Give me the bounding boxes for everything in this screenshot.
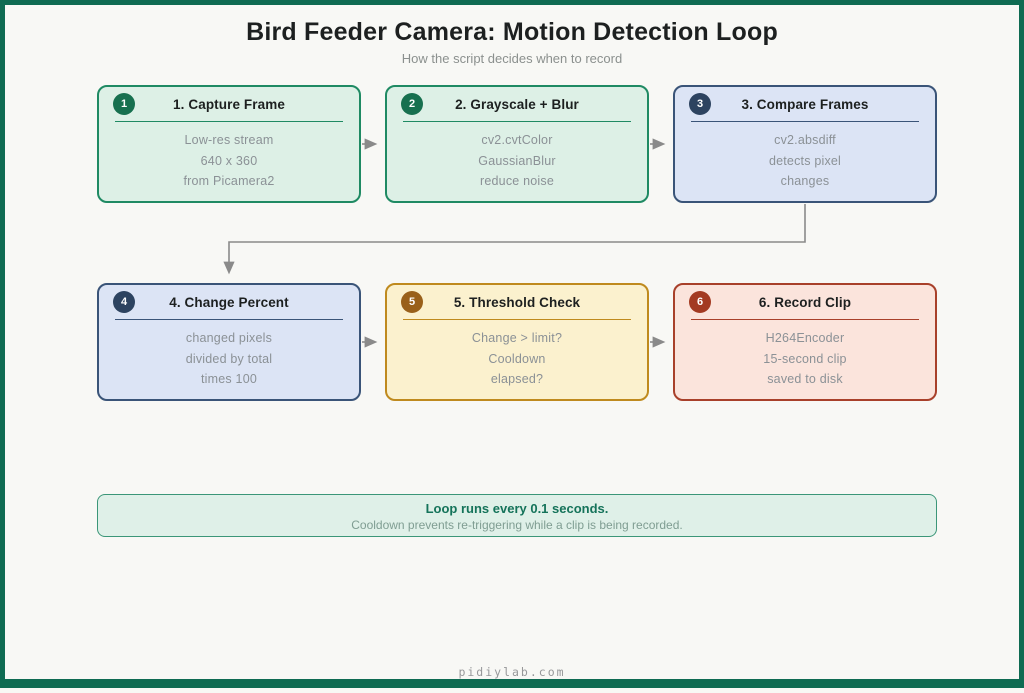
step-title: 2. Grayscale + Blur xyxy=(455,96,579,112)
step-detail-line: 640 x 360 xyxy=(200,153,258,168)
page-subtitle: How the script decides when to record xyxy=(401,51,623,66)
diagram-canvas: Bird Feeder Camera: Motion Detection Loo… xyxy=(5,5,1019,679)
step-detail-line: reduce noise xyxy=(480,174,554,188)
step-title: 1. Capture Frame xyxy=(173,96,285,112)
step-detail-line: detects pixel xyxy=(768,153,842,168)
step-number-badge: 5 xyxy=(401,291,423,313)
loop-note-title: Loop runs every 0.1 seconds. xyxy=(425,501,609,516)
step-detail-line: 15-second clip xyxy=(763,351,847,366)
step-card-record-clip: 6 6. Record Clip H264Encoder 15-second c… xyxy=(673,283,937,401)
step-card-header: 5 5. Threshold Check xyxy=(387,285,647,319)
card-divider xyxy=(691,319,919,320)
step-card-compare-frames: 3 3. Compare Frames cv2.absdiff detects … xyxy=(673,85,937,203)
step-details: cv2.absdiff detects pixel changes xyxy=(675,130,935,192)
step-card-header: 3 3. Compare Frames xyxy=(675,87,935,121)
site-credit: pidiylab.com xyxy=(458,665,566,679)
step-card-capture-frame: 1 1. Capture Frame Low-res stream 640 x … xyxy=(97,85,361,203)
step-title: 4. Change Percent xyxy=(169,294,289,310)
loop-note-body: Cooldown prevents re-triggering while a … xyxy=(351,518,683,532)
step-number-badge: 6 xyxy=(689,291,711,313)
card-divider xyxy=(115,319,343,320)
step-card-grayscale-blur: 2 2. Grayscale + Blur cv2.cvtColor Gauss… xyxy=(385,85,649,203)
step-details: cv2.cvtColor GaussianBlur reduce noise xyxy=(387,130,647,192)
step-card-change-percent: 4 4. Change Percent changed pixels divid… xyxy=(97,283,361,401)
card-divider xyxy=(403,121,631,122)
card-divider xyxy=(115,121,343,122)
step-detail-line: times 100 xyxy=(201,372,257,386)
step-details: H264Encoder 15-second clip saved to disk xyxy=(675,328,935,390)
arrow-step3-step4 xyxy=(223,204,806,275)
step-number-badge: 1 xyxy=(113,93,135,115)
step-detail-line: Cooldown xyxy=(488,351,546,366)
step-detail-line: GaussianBlur xyxy=(478,153,556,168)
step-detail-line: from Picamera2 xyxy=(183,174,275,188)
step-number-badge: 3 xyxy=(689,93,711,115)
step-card-header: 1 1. Capture Frame xyxy=(99,87,359,121)
step-details: Change > limit? Cooldown elapsed? xyxy=(387,328,647,390)
step-detail-line: H264Encoder xyxy=(765,331,845,345)
step-number-badge: 4 xyxy=(113,291,135,313)
card-divider xyxy=(403,319,631,320)
step-detail-line: elapsed? xyxy=(490,372,544,386)
step-detail-line: divided by total xyxy=(185,351,273,366)
step-details: Low-res stream 640 x 360 from Picamera2 xyxy=(99,130,359,192)
card-divider xyxy=(691,121,919,122)
step-detail-line: Change > limit? xyxy=(471,331,563,345)
step-number-badge: 2 xyxy=(401,93,423,115)
step-card-header: 2 2. Grayscale + Blur xyxy=(387,87,647,121)
step-title: 5. Threshold Check xyxy=(453,294,581,310)
step-detail-line: changes xyxy=(780,174,830,188)
step-detail-line: saved to disk xyxy=(767,372,843,386)
step-detail-line: cv2.absdiff xyxy=(774,133,836,147)
step-detail-line: changed pixels xyxy=(185,331,273,345)
step-details: changed pixels divided by total times 10… xyxy=(99,328,359,390)
loop-note-banner: Loop runs every 0.1 seconds. Cooldown pr… xyxy=(97,494,937,537)
step-title: 3. Compare Frames xyxy=(741,96,869,112)
step-detail-line: cv2.cvtColor xyxy=(481,133,553,147)
step-card-header: 4 4. Change Percent xyxy=(99,285,359,319)
step-detail-line: Low-res stream xyxy=(184,133,274,147)
step-card-threshold-check: 5 5. Threshold Check Change > limit? Coo… xyxy=(385,283,649,401)
step-title: 6. Record Clip xyxy=(758,294,852,310)
page-title: Bird Feeder Camera: Motion Detection Loo… xyxy=(246,18,778,46)
step-card-header: 6 6. Record Clip xyxy=(675,285,935,319)
